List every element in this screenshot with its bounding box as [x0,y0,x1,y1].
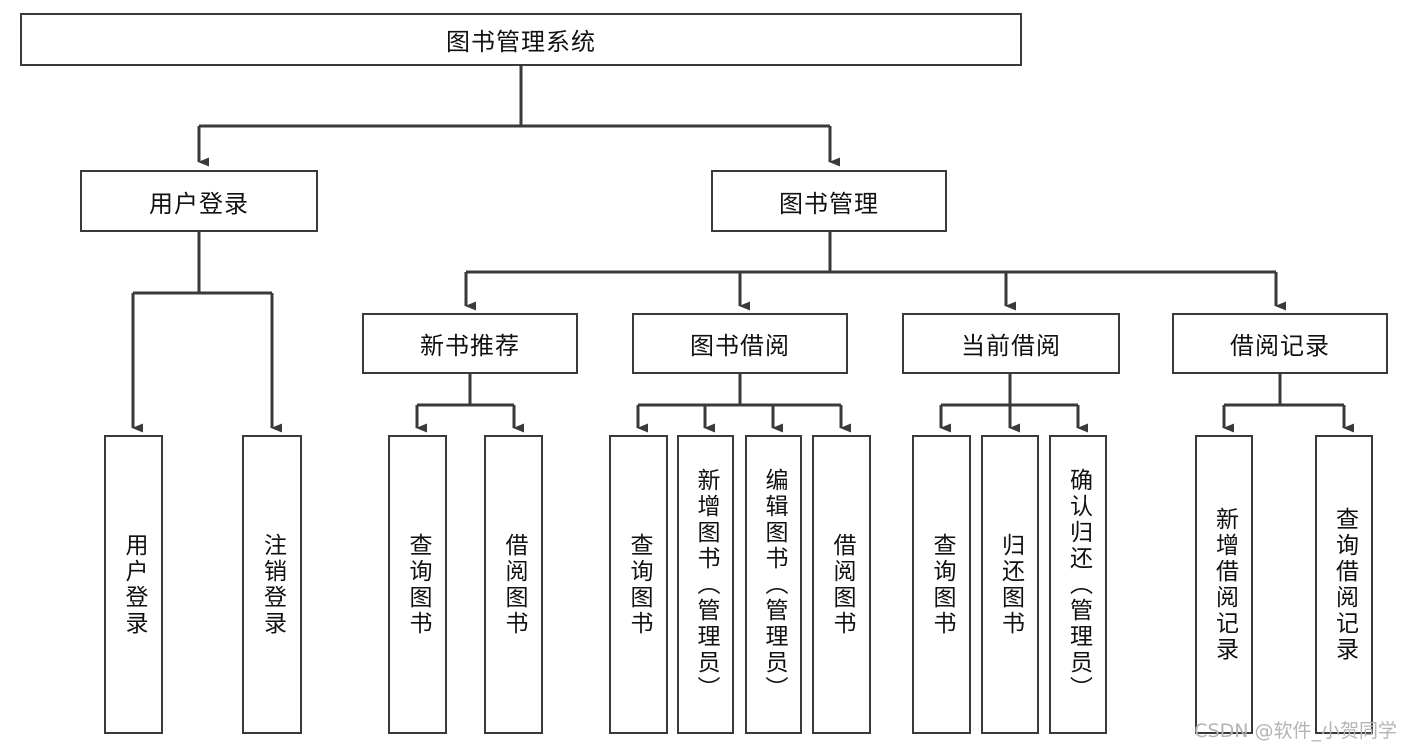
node-current-borrow[interactable]: 当前借阅 [902,313,1120,374]
node-leaf-borrow-book-1[interactable]: 借阅图书 [484,435,543,734]
node-leaf-borrow-book-1-label: 借阅图书 [501,532,527,637]
node-leaf-query-book-3-label: 查询图书 [929,532,955,637]
node-leaf-add-book[interactable]: 新增图书（管理员） [677,435,734,734]
node-leaf-logout-login-label: 注销登录 [259,532,286,637]
node-leaf-user-login-label: 用户登录 [121,532,147,637]
node-leaf-query-book-1[interactable]: 查询图书 [388,435,447,734]
node-leaf-edit-book[interactable]: 编辑图书（管理员） [745,435,802,734]
node-leaf-query-borrow-record-label: 查询借阅记录 [1331,506,1358,663]
node-user-login[interactable]: 用户登录 [80,170,318,232]
node-leaf-query-book-1-label: 查询图书 [405,532,431,637]
node-book-management[interactable]: 图书管理 [711,170,947,232]
node-leaf-return-book-label: 归还图书 [997,532,1024,637]
node-leaf-confirm-return[interactable]: 确认归还（管理员） [1049,435,1107,734]
node-new-book-recommend[interactable]: 新书推荐 [362,313,578,374]
node-book-management-label: 图书管理 [779,189,879,218]
node-leaf-user-login[interactable]: 用户登录 [104,435,163,734]
node-leaf-query-book-2-label: 查询图书 [626,532,652,637]
node-leaf-add-borrow-record-label: 新增借阅记录 [1211,506,1238,663]
node-leaf-return-book[interactable]: 归还图书 [981,435,1039,734]
node-leaf-add-book-label: 新增图书（管理员） [693,467,719,702]
node-root-label: 图书管理系统 [446,28,596,56]
node-book-borrow-label: 图书借阅 [690,332,790,360]
node-borrow-record[interactable]: 借阅记录 [1172,313,1388,374]
node-leaf-edit-book-label: 编辑图书（管理员） [761,467,787,702]
node-leaf-logout-login[interactable]: 注销登录 [242,435,302,734]
node-leaf-borrow-book-2-label: 借阅图书 [829,532,855,637]
node-leaf-query-book-3[interactable]: 查询图书 [912,435,971,734]
node-borrow-record-label: 借阅记录 [1230,332,1330,360]
node-leaf-add-borrow-record[interactable]: 新增借阅记录 [1195,435,1253,734]
node-root-title[interactable]: 图书管理系统 [20,13,1022,66]
node-leaf-borrow-book-2[interactable]: 借阅图书 [812,435,871,734]
node-current-borrow-label: 当前借阅 [961,332,1061,360]
node-leaf-query-book-2[interactable]: 查询图书 [609,435,668,734]
node-new-book-recommend-label: 新书推荐 [420,332,520,360]
node-leaf-confirm-return-label: 确认归还（管理员） [1065,467,1092,702]
node-book-borrow[interactable]: 图书借阅 [632,313,848,374]
node-user-login-label: 用户登录 [149,189,249,218]
node-leaf-query-borrow-record[interactable]: 查询借阅记录 [1315,435,1373,734]
